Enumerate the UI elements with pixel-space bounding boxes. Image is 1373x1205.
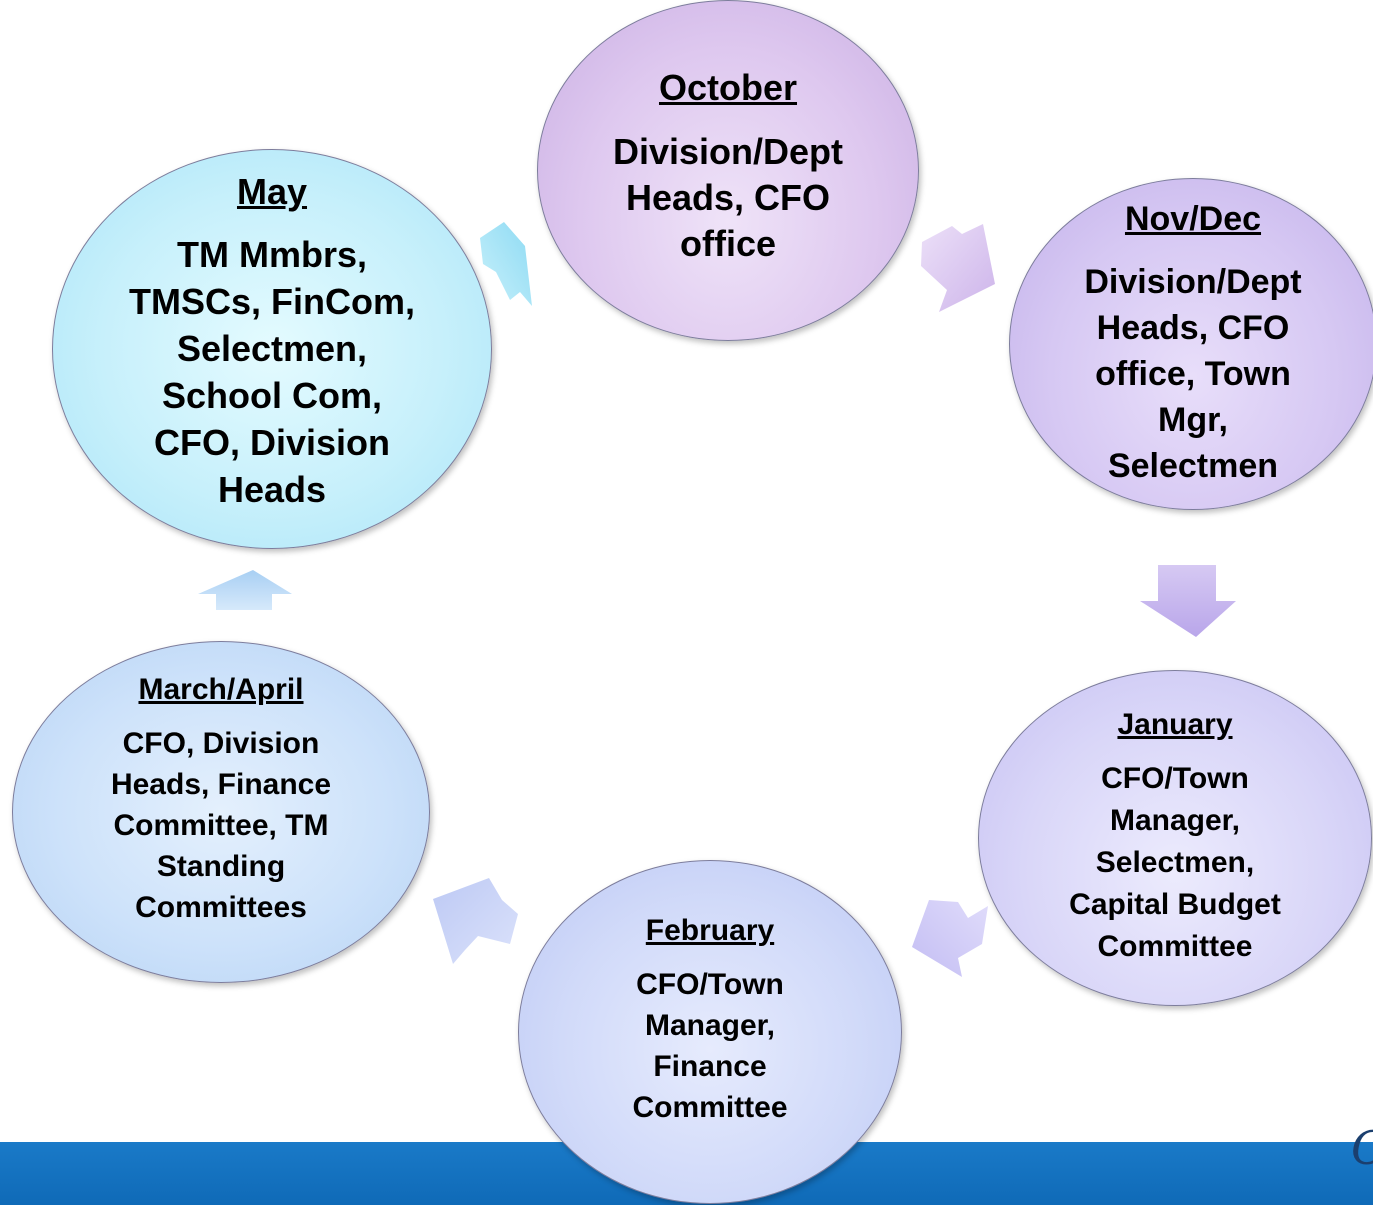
stage-march-april: March/April CFO, Division Heads, Finance…	[12, 641, 430, 983]
stage-february: February CFO/Town Manager, Finance Commi…	[518, 860, 902, 1204]
arrow-january-to-february	[912, 900, 988, 977]
stage-title: October	[658, 66, 798, 108]
stage-title: January	[1117, 708, 1233, 741]
stage-participants: Division/Dept Heads, CFO office	[612, 130, 844, 264]
stage-novdec: Nov/Dec Division/Dept Heads, CFO office,…	[1009, 178, 1373, 510]
stage-participants: Division/Dept Heads, CFO office, Town Mg…	[1084, 262, 1302, 485]
stage-title: February	[645, 914, 775, 947]
stage-participants: CFO/Town Manager, Selectmen, Capital Bud…	[1069, 762, 1281, 963]
arrow-october-to-novdec	[921, 224, 995, 312]
stage-may: May TM Mmbrs, TMSCs, FinCom, Selectmen, …	[52, 149, 492, 549]
stage-title: March/April	[138, 672, 304, 706]
logo-mark: C	[1351, 1125, 1373, 1205]
arrow-may-to-october	[480, 222, 532, 306]
stage-participants: CFO/Town Manager, Finance Committee	[632, 968, 788, 1124]
stage-title: Nov/Dec	[1124, 199, 1262, 238]
arrow-february-to-marchapril	[433, 878, 518, 964]
stage-january: January CFO/Town Manager, Selectmen, Cap…	[978, 670, 1372, 1006]
arrow-marchapril-to-may	[198, 570, 292, 610]
stage-title: May	[236, 171, 308, 212]
arrow-novdec-to-january	[1140, 565, 1236, 637]
stage-october: October Division/Dept Heads, CFO office	[537, 0, 919, 341]
stage-participants: TM Mmbrs, TMSCs, FinCom, Selectmen, Scho…	[129, 234, 415, 510]
stage-participants: CFO, Division Heads, Finance Committee, …	[110, 726, 332, 924]
